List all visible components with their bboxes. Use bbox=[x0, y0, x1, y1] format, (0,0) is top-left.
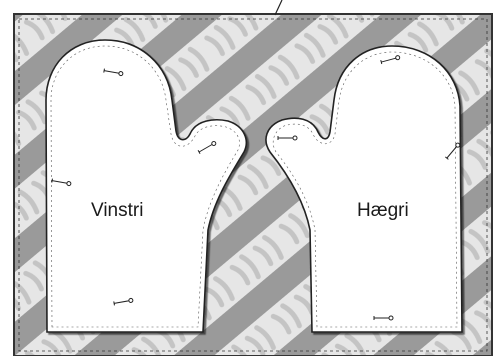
left-mitten-label: Vinstri bbox=[91, 200, 143, 221]
right-mitten-label: Hægri bbox=[357, 200, 409, 221]
pointer-line bbox=[275, 0, 282, 15]
